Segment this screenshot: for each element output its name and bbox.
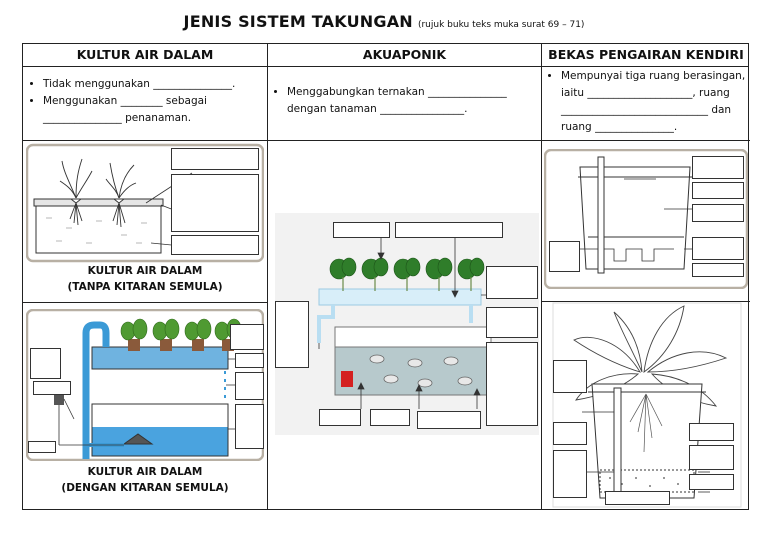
label-box-bekas-7[interactable]: [553, 360, 587, 393]
caption-kultur-dengan-line1: KULTUR AIR DALAM: [87, 466, 203, 478]
header-bekas-pengairan: BEKAS PENGAIRAN KENDIRI: [548, 47, 744, 62]
bullet-bekas-1: Mempunyai tiga ruang berasingan, iaitu _…: [561, 68, 761, 136]
header-divider: [23, 66, 748, 67]
label-box-akuaponik-9[interactable]: [417, 411, 481, 429]
label-box-akuaponik-5[interactable]: [486, 342, 538, 426]
label-box-kultur-3[interactable]: [171, 235, 259, 255]
label-box-kitaran-3[interactable]: [235, 372, 264, 400]
title-main: JENIS SISTEM TAKUNGAN: [183, 12, 413, 31]
label-box-kitaran-1[interactable]: [230, 324, 264, 350]
col-divider-2: [541, 44, 542, 509]
label-box-kultur-1[interactable]: [171, 148, 259, 170]
label-box-bekas-5[interactable]: [692, 263, 744, 277]
label-box-akuaponik-7[interactable]: [319, 409, 361, 426]
bullet-akuaponik-1: Menggabungkan ternakan _______________ d…: [287, 84, 537, 118]
label-box-bekas-1[interactable]: [692, 156, 744, 179]
label-box-akuaponik-8[interactable]: [370, 409, 410, 426]
label-box-kitaran-6[interactable]: [33, 381, 71, 395]
caption-kultur-dengan: KULTUR AIR DALAM (DENGAN KITARAN SEMULA): [23, 464, 267, 496]
desc-bekas: Mempunyai tiga ruang berasingan, iaitu _…: [547, 68, 761, 136]
label-box-bekas-13[interactable]: [605, 491, 670, 505]
label-box-bekas-6[interactable]: [549, 241, 580, 272]
label-box-kitaran-7[interactable]: [28, 441, 56, 453]
label-box-bekas-11[interactable]: [689, 445, 734, 470]
col-divider-1: [267, 44, 268, 509]
header-akuaponik: AKUAPONIK: [362, 47, 447, 62]
title-note: (rujuk buku teks muka surat 69 – 71): [417, 20, 585, 30]
label-box-akuaponik-6[interactable]: [275, 301, 309, 368]
label-box-kultur-2[interactable]: [171, 174, 259, 232]
diagram-kultur-dengan-kitaran: [26, 309, 264, 461]
row-divider-text: [23, 140, 750, 141]
label-box-akuaponik-3[interactable]: [486, 266, 538, 299]
desc-kultur: Tidak menggunakan _______________. Mengg…: [29, 76, 271, 127]
label-box-bekas-10[interactable]: [689, 423, 734, 441]
row-divider-col3: [541, 301, 750, 302]
caption-kultur-dengan-line2: (DENGAN KITARAN SEMULA): [61, 482, 229, 494]
label-box-kitaran-2[interactable]: [235, 353, 264, 368]
header-kultur-air-dalam: KULTUR AIR DALAM: [76, 47, 214, 62]
label-box-akuaponik-2[interactable]: [395, 222, 503, 238]
label-box-kitaran-4[interactable]: [235, 404, 264, 449]
comparison-table: KULTUR AIR DALAM AKUAPONIK BEKAS PENGAIR…: [22, 43, 750, 510]
label-box-akuaponik-4[interactable]: [486, 307, 538, 338]
caption-kultur-tanpa-line2: (TANPA KITARAN SEMULA): [67, 281, 223, 293]
label-box-bekas-3[interactable]: [692, 204, 744, 222]
label-box-bekas-4[interactable]: [692, 237, 744, 260]
label-box-akuaponik-1[interactable]: [333, 222, 390, 238]
label-box-bekas-2[interactable]: [692, 182, 744, 199]
desc-akuaponik: Menggabungkan ternakan _______________ d…: [273, 84, 537, 118]
row-divider-col1: [23, 302, 267, 303]
label-box-bekas-12[interactable]: [689, 474, 734, 490]
label-box-kitaran-5[interactable]: [30, 348, 61, 379]
caption-kultur-tanpa: KULTUR AIR DALAM (TANPA KITARAN SEMULA): [23, 263, 267, 295]
bullet-kultur-2: Menggunakan ________ sebagai ___________…: [43, 93, 271, 127]
label-box-bekas-8[interactable]: [553, 422, 587, 445]
bullet-kultur-1: Tidak menggunakan _______________.: [43, 76, 271, 93]
caption-kultur-tanpa-line1: KULTUR AIR DALAM: [87, 265, 203, 277]
worksheet-title: JENIS SISTEM TAKUNGAN (rujuk buku teks m…: [0, 12, 768, 31]
label-box-bekas-9[interactable]: [553, 450, 587, 498]
